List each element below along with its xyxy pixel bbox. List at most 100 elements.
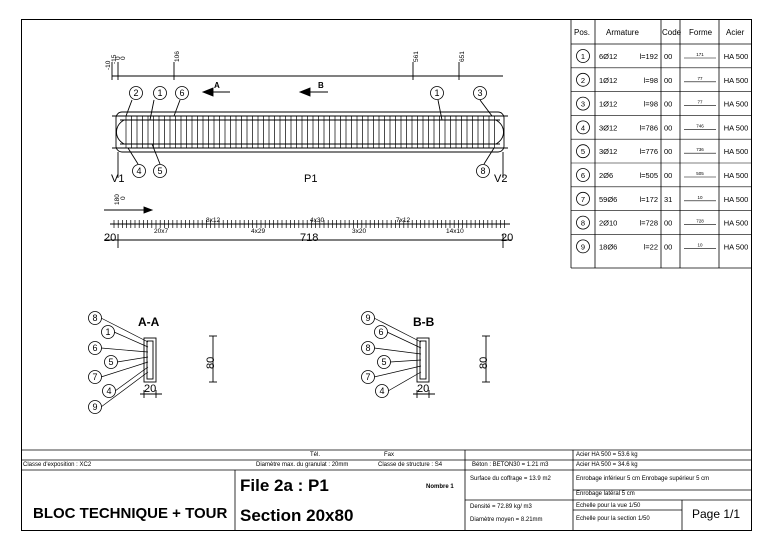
cell-code: 00 (664, 242, 672, 251)
svg-text:6: 6 (179, 88, 184, 98)
cell-bars: 1Ø12 (599, 100, 617, 109)
spacing-label-5: 7x12 (396, 217, 410, 224)
svg-text:4: 4 (106, 386, 111, 396)
bubble-bottom-left: 4 (132, 164, 146, 178)
cell-bars: 18Ø6 (599, 242, 617, 251)
section-a-height: 80 (205, 357, 217, 369)
bubble-bottom-left: 5 (153, 164, 167, 178)
section-b-height: 80 (478, 357, 490, 369)
bubble-top-right: 1 (430, 86, 444, 100)
cell-bars: 59Ø6 (599, 195, 617, 204)
dim-top-3: 0 (115, 56, 122, 60)
span-total: 718 (300, 232, 318, 244)
col-forme: Forme (689, 28, 713, 37)
svg-text:8: 8 (480, 166, 485, 176)
cell-pos: 8 (581, 219, 585, 228)
cell-bars: 2Ø10 (599, 219, 617, 228)
steel-ha: Acier HA 500 = 34.6 kg (576, 462, 638, 468)
bubble-top-left: 6 (175, 86, 189, 100)
section-title: Section 20x80 (240, 506, 354, 525)
cell-code: 00 (664, 100, 672, 109)
section-b-bubble: 9 (361, 311, 375, 325)
cell-bars: 6Ø12 (599, 52, 617, 61)
bubble-top-left: 2 (129, 86, 143, 100)
cell-shape: 10 (697, 242, 703, 247)
section-a-bubble: 1 (101, 325, 115, 339)
section-a-bubble: 8 (88, 311, 102, 325)
support-right: V2 (494, 173, 507, 185)
project-name: BLOC TECHNIQUE + TOUR (33, 505, 228, 522)
stirrup-offset-1: 180 (114, 194, 121, 205)
section-a-bubble: 6 (88, 341, 102, 355)
cell-pos: 4 (581, 123, 585, 132)
cell-pos: 6 (581, 171, 585, 180)
section-b-bubble: 6 (374, 325, 388, 339)
dim-top-6: 561 (413, 51, 420, 62)
svg-text:6: 6 (92, 343, 97, 353)
cell-length: l=505 (639, 171, 658, 180)
dim-top-4: 0 (120, 56, 127, 60)
support-left: V1 (111, 173, 124, 185)
svg-text:6: 6 (378, 327, 383, 337)
dim-top-2: -15 (111, 54, 118, 64)
scale-section: Echelle pour la section 1/50 (576, 516, 650, 522)
cell-code: 00 (664, 171, 672, 180)
bubble-top-right: 3 (473, 86, 487, 100)
section-b-bubble: 5 (377, 355, 391, 369)
cell-length: l=192 (639, 52, 658, 61)
svg-text:3: 3 (477, 88, 482, 98)
cell-shape: 505 (696, 171, 704, 176)
spacing-label-4: 3x20 (352, 228, 366, 235)
cell-steel: HA 500 (724, 195, 749, 204)
section-b-title: B-B (413, 315, 435, 329)
cell-length: l=172 (639, 195, 658, 204)
svg-text:8: 8 (365, 343, 370, 353)
section-arrow-b: B (318, 81, 324, 90)
bubble-bottom-right: 8 (476, 164, 490, 178)
svg-text:1: 1 (434, 88, 439, 98)
cell-shape: 77 (697, 76, 703, 81)
svg-text:4: 4 (136, 166, 141, 176)
spacing-label-2: 4x29 (251, 228, 265, 235)
dim-top-1: -10 (105, 60, 112, 70)
cell-shape: 728 (696, 219, 704, 224)
cell-shape: 171 (696, 52, 704, 57)
mean-diameter: Diamètre moyen = 8.21mm (470, 517, 543, 523)
cell-length: l=98 (644, 100, 658, 109)
concrete-volume: Béton : BETON30 = 1.21 m3 (472, 462, 549, 468)
cell-steel: HA 500 (724, 147, 749, 156)
svg-text:9: 9 (92, 402, 97, 412)
spacing-label-6: 14x10 (446, 228, 464, 235)
section-a-bubble: 9 (88, 400, 102, 414)
dim-top-5: 106 (174, 51, 181, 62)
formwork-area: Surface du coffrage = 13.9 m2 (470, 476, 551, 482)
cell-pos: 5 (581, 147, 585, 156)
cell-length: l=98 (644, 76, 658, 85)
svg-text:5: 5 (381, 357, 386, 367)
svg-text:7: 7 (92, 372, 97, 382)
col-acier: Acier (726, 28, 745, 37)
cell-steel: HA 500 (724, 100, 749, 109)
section-b-bubble: 7 (361, 370, 375, 384)
svg-text:8: 8 (92, 313, 97, 323)
span-left: 20 (104, 232, 116, 244)
section-a-bubble: 5 (104, 355, 118, 369)
col-code: Code (662, 28, 682, 37)
cell-code: 00 (664, 52, 672, 61)
cell-code: 31 (664, 195, 672, 204)
cell-steel: HA 500 (724, 123, 749, 132)
cover-inf-sup: Enrobage inférieur 5 cm Enrobage supérie… (576, 476, 710, 482)
cell-bars: 3Ø12 (599, 123, 617, 132)
fax-label: Fax (384, 452, 395, 458)
svg-text:4: 4 (379, 386, 384, 396)
exposure-class: Classe d'exposition : XC2 (23, 462, 92, 468)
cell-length: l=22 (644, 242, 658, 251)
